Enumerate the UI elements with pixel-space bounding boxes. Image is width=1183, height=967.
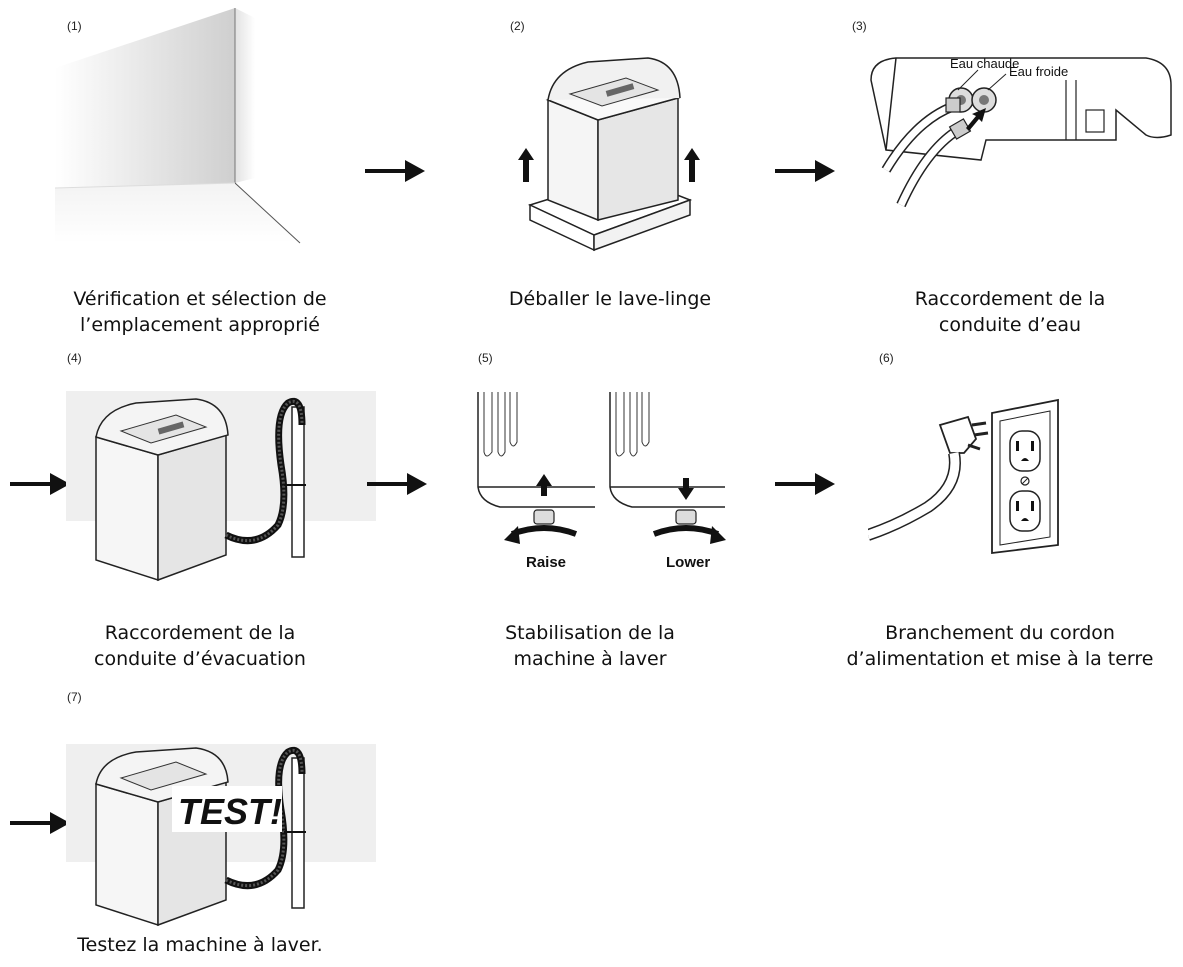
washer-unpacking-illustration bbox=[518, 57, 700, 252]
leveling-feet-illustration: Raise Lower bbox=[477, 392, 726, 571]
right-arrow-icon bbox=[10, 812, 70, 834]
step-caption: Stabilisation de la machine à laver bbox=[440, 620, 740, 672]
step-number: (5) bbox=[478, 351, 493, 365]
right-arrow-icon bbox=[365, 160, 425, 182]
raise-label: Raise bbox=[526, 554, 566, 571]
caption-line: d’alimentation et mise à la terre bbox=[846, 648, 1154, 670]
step-number: (2) bbox=[510, 19, 525, 33]
room-corner-illustration bbox=[55, 8, 301, 244]
step-number: (1) bbox=[67, 19, 82, 33]
right-arrow-icon bbox=[367, 473, 427, 495]
caption-line: Stabilisation de la bbox=[505, 622, 675, 644]
caption-line: conduite d’évacuation bbox=[94, 648, 306, 670]
step-caption: Raccordement de la conduite d’évacuation bbox=[40, 620, 360, 672]
cold-water-label: Eau froide bbox=[1009, 64, 1068, 79]
caption-line: machine à laver bbox=[513, 648, 667, 670]
step-caption: Branchement du cordon d’alimentation et … bbox=[830, 620, 1170, 672]
caption-line: Raccordement de la bbox=[914, 288, 1106, 310]
caption-line: Testez la machine à laver. bbox=[77, 934, 323, 956]
hot-water-label: Eau chaude bbox=[950, 56, 1019, 71]
washer-test-illustration: TEST! bbox=[66, 744, 376, 927]
right-arrow-icon bbox=[10, 473, 70, 495]
caption-line: l’emplacement approprié bbox=[80, 314, 320, 336]
step-caption: Vérification et sélection de l’emplaceme… bbox=[40, 286, 360, 338]
water-hose-connection-illustration: Eau chaude Eau froide bbox=[870, 56, 1172, 208]
step-caption: Raccordement de la conduite d’eau bbox=[860, 286, 1160, 338]
step-number: (4) bbox=[67, 351, 82, 365]
step-caption: Déballer le lave-linge bbox=[470, 286, 750, 312]
caption-line: Vérification et sélection de bbox=[73, 288, 327, 310]
right-arrow-icon bbox=[775, 160, 835, 182]
right-arrow-icon bbox=[775, 473, 835, 495]
drain-hose-illustration bbox=[66, 391, 376, 582]
step-number: (3) bbox=[852, 19, 867, 33]
caption-line: Raccordement de la bbox=[104, 622, 296, 644]
step-number: (7) bbox=[67, 690, 82, 704]
caption-line: Branchement du cordon bbox=[885, 622, 1115, 644]
step-caption: Testez la machine à laver. bbox=[40, 932, 360, 958]
caption-line: conduite d’eau bbox=[938, 314, 1082, 336]
lower-label: Lower bbox=[666, 554, 710, 571]
test-badge: TEST! bbox=[178, 791, 282, 832]
power-plug-outlet-illustration bbox=[868, 398, 1059, 555]
step-number: (6) bbox=[879, 351, 894, 365]
caption-line: Déballer le lave-linge bbox=[508, 288, 712, 310]
